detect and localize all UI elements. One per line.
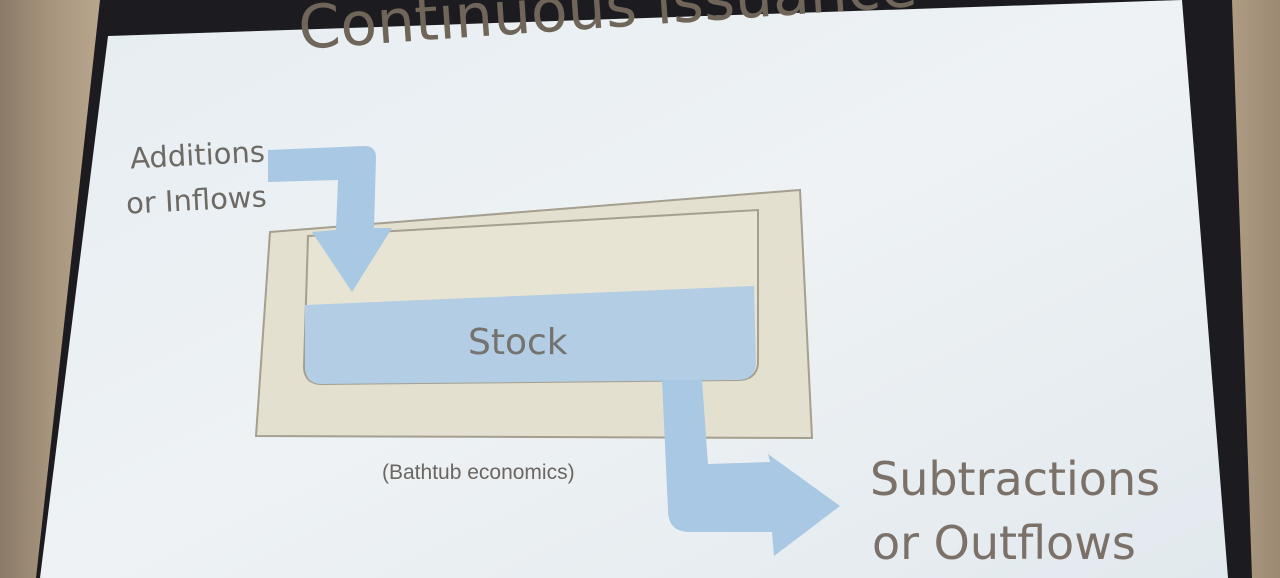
water-stock: [305, 286, 756, 384]
outflow-label-line2: or Outflows: [872, 516, 1136, 570]
bathtub-caption: (Bathtub economics): [382, 461, 575, 484]
inflow-label-line1: Additions: [129, 134, 266, 176]
outflow-label-line1: Subtractions: [870, 452, 1161, 506]
stock-label: Stock: [468, 322, 568, 363]
outflow-arrow: [662, 380, 840, 556]
inflow-arrow: [268, 146, 392, 292]
